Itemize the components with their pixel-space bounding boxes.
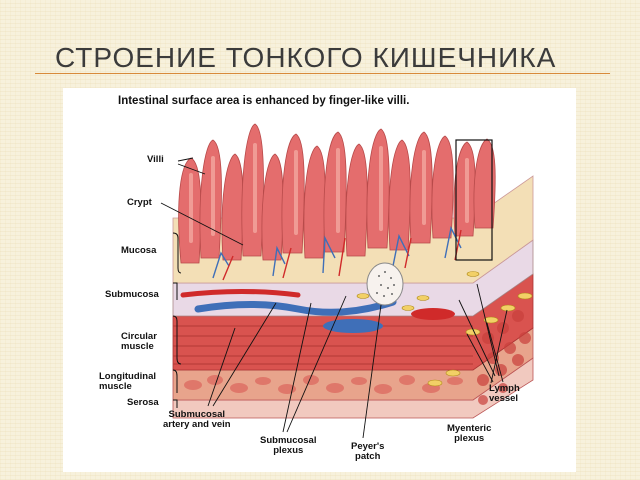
layer-brackets [172,232,182,408]
submucosal-artery [180,289,301,298]
label-myenteric-line2: plexus [454,433,485,444]
label-lymph-vessel: Lymph vessel [489,384,520,404]
label-serosa: Serosa [127,397,159,408]
intestine-illustration [160,123,534,439]
label-longitudinal-line1: Longitudinal [99,371,156,382]
label-circular-muscle: Circular muscle [121,332,157,352]
label-circular-line1: Circular [121,331,157,342]
submucosal-artery-section [411,308,455,320]
label-myenteric-line1: Myenteric [447,423,492,434]
label-longitudinal-muscle: Longitudinal muscle [99,372,156,392]
title-underline [35,73,610,74]
label-myenteric-plexus: Myenteric plexus [447,424,491,444]
intestine-diagram: Intestinal surface area is enhanced by f… [63,88,576,472]
label-mucosa: Mucosa [121,245,157,256]
submucosal-vein-section [323,319,383,333]
label-peyers-line2: patch [355,451,381,462]
submucosal-vein [194,298,397,316]
label-villi: Villi [147,154,164,165]
label-submucosal-plexus-line1: Submucosal [260,435,317,446]
myenteric-plexus [427,292,533,387]
villi-group [178,123,496,264]
label-peyers-patch: Peyer's patch [351,442,384,462]
mucosa-arterioles [222,229,462,281]
label-submucosal-artery-vein: Submucosal artery and vein [163,410,231,430]
label-lymph-line1: Lymph [489,383,520,394]
longitudinal-muscle-cells [184,375,463,394]
figure-caption: Intestinal surface area is enhanced by f… [118,95,410,107]
label-peyers-line1: Peyer's [351,441,385,452]
label-crypt: Crypt [127,197,152,208]
peyers-patch [366,262,404,306]
submucosal-plexus [356,271,480,311]
villi-highlights [189,143,469,243]
leader-lines [160,157,508,439]
villus-highlight-box [455,139,493,261]
side-muscle-cells [477,310,531,405]
mucosa-capillaries [212,225,462,279]
slide-title: СТРОЕНИЕ ТОНКОГО КИШЕЧНИКА [55,42,557,73]
label-circular-line2: muscle [121,341,154,352]
label-artery-vein-line2: artery and vein [163,419,231,430]
peyers-patch-dots [376,271,395,297]
label-submucosal-plexus: Submucosal plexus [260,436,317,456]
label-lymph-line2: vessel [489,393,519,404]
label-longitudinal-line2: muscle [99,381,132,392]
label-artery-vein-line1: Submucosal [168,409,226,420]
label-submucosa: Submucosa [105,289,159,300]
label-submucosal-plexus-line2: plexus [273,445,304,456]
